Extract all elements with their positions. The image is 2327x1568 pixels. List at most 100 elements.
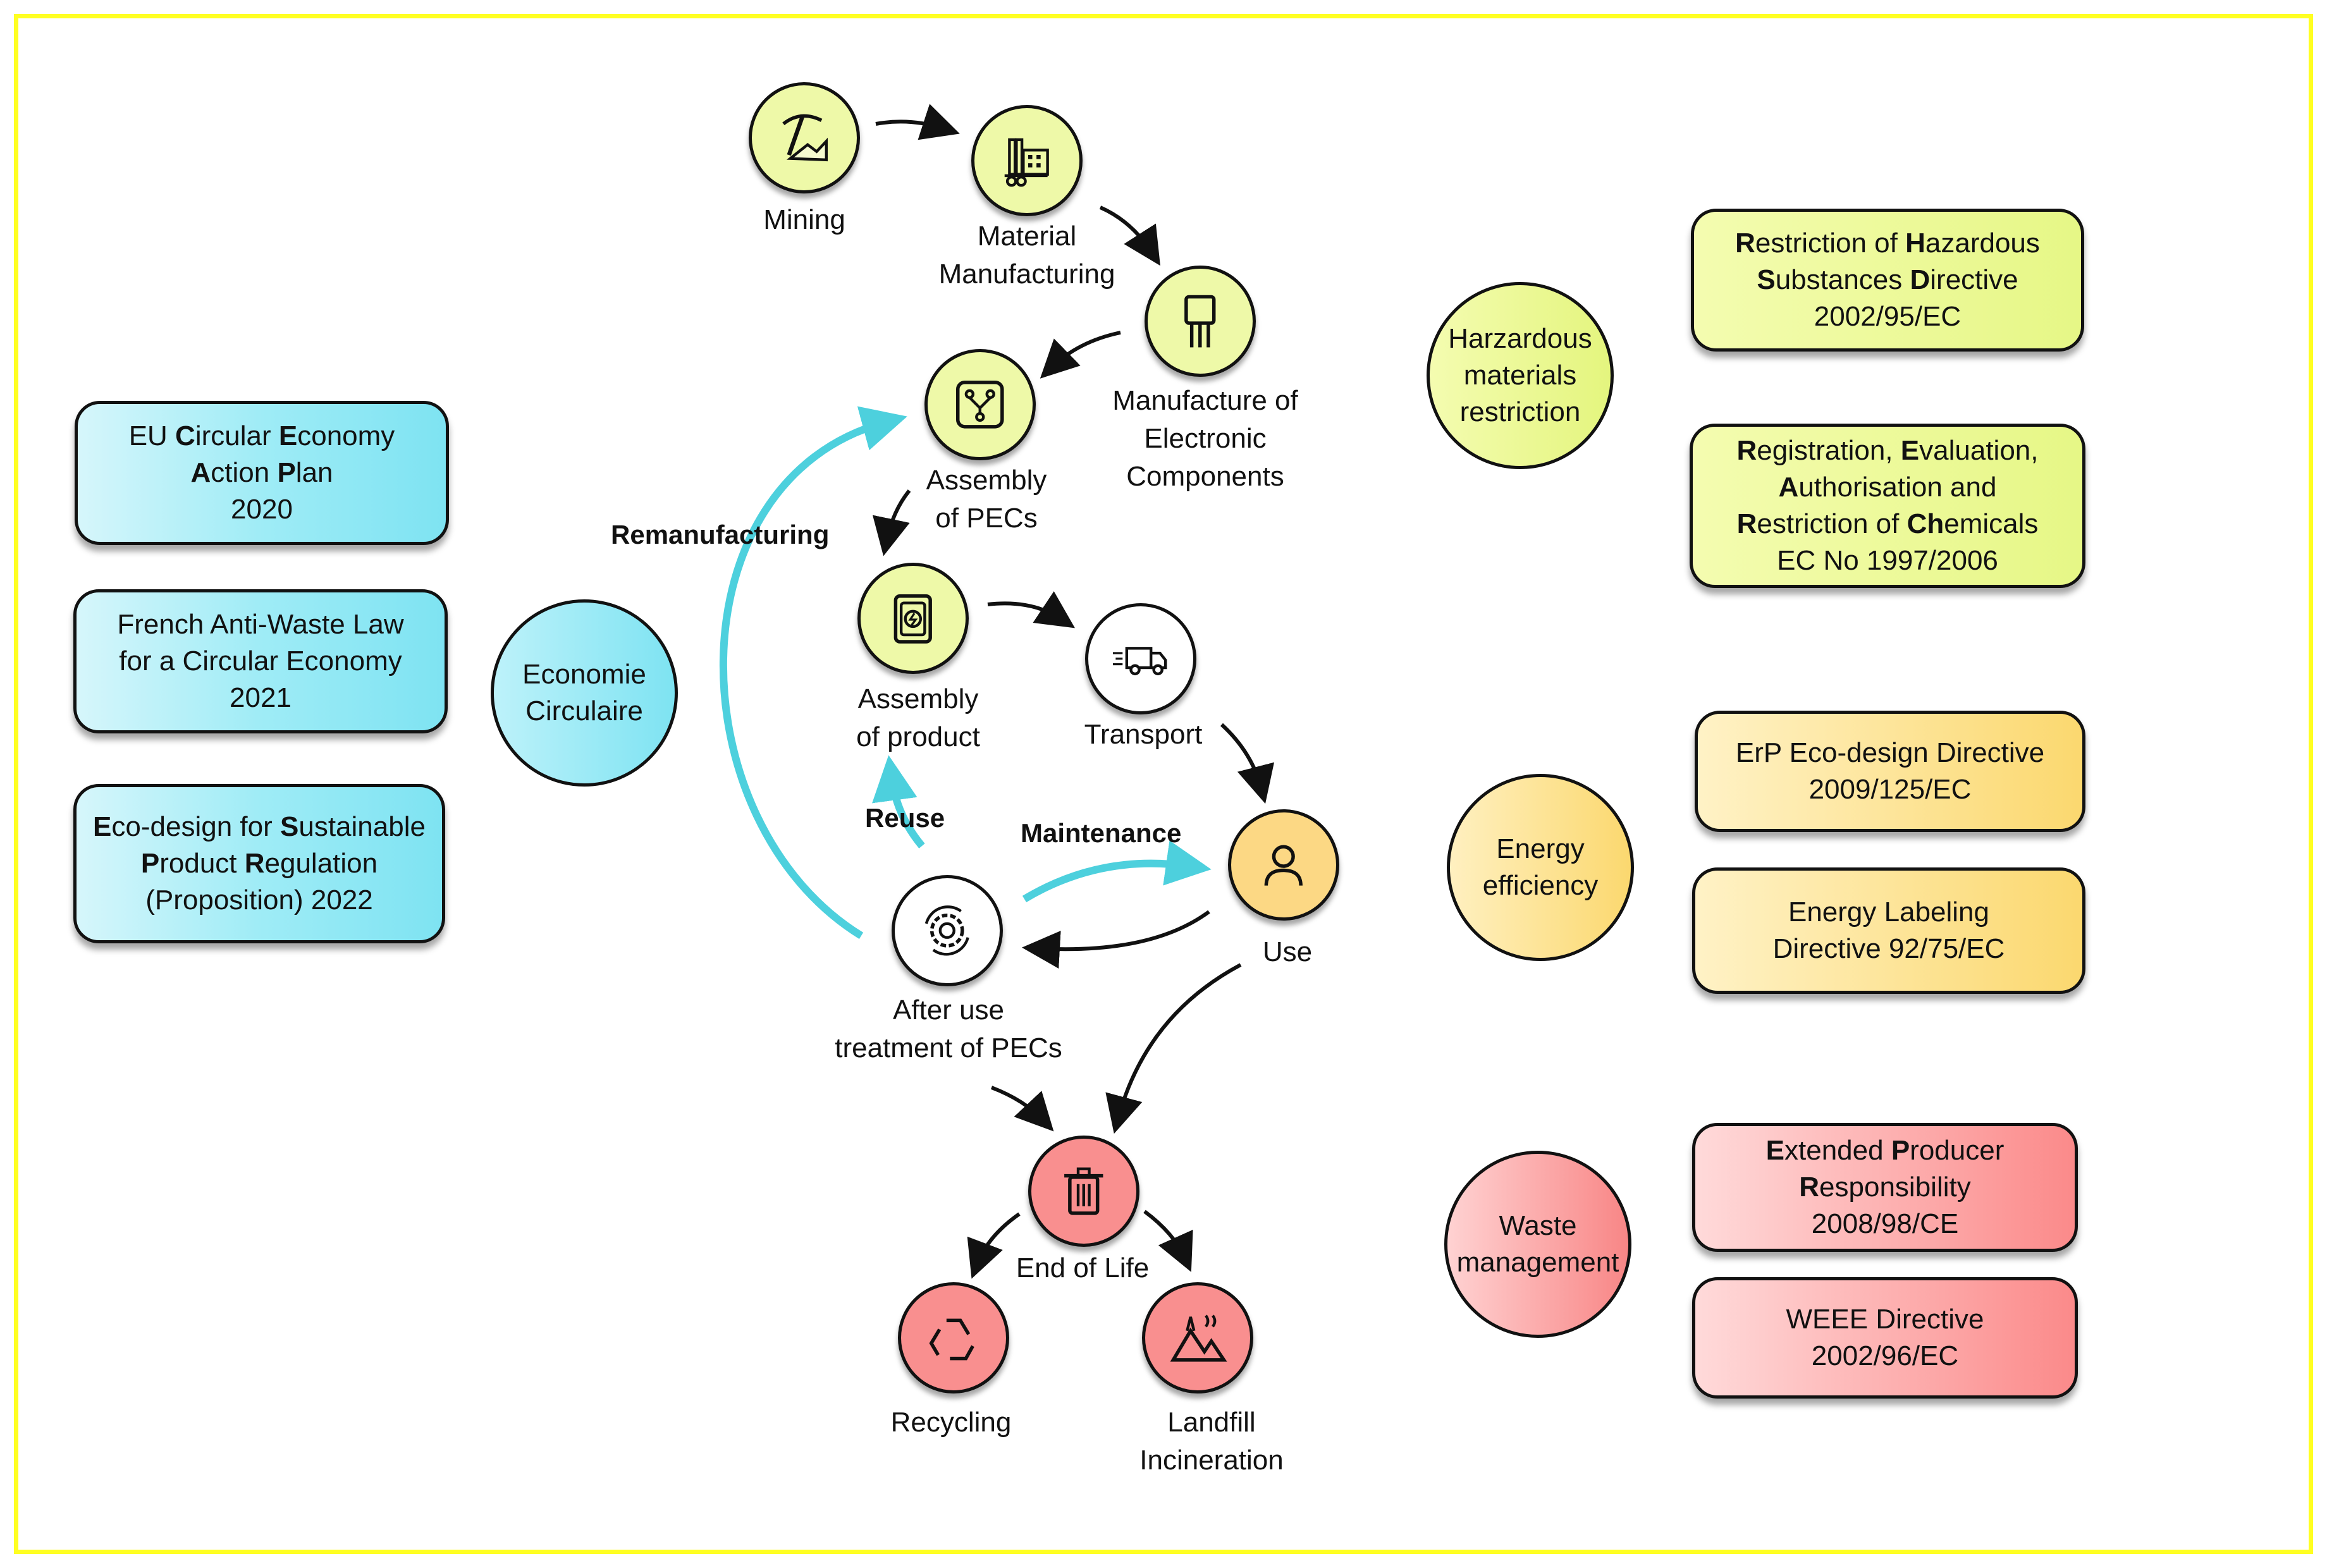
arrow-eol-landfill xyxy=(1143,1210,1193,1272)
box-text-line: (Proposition) 2022 xyxy=(145,885,373,916)
category-text-line: materials xyxy=(1463,360,1577,391)
box-text-line: Restriction of Chemicals xyxy=(1736,508,2039,539)
label-mining: Mining xyxy=(763,201,845,239)
landfill-icon xyxy=(1170,1314,1227,1362)
box-text-line: Product Regulation xyxy=(140,848,378,879)
node-label-line: Transport xyxy=(1084,719,1203,750)
trash-icon xyxy=(1064,1167,1103,1215)
box-text-line: 2002/95/EC xyxy=(1814,301,1962,332)
arrow-maintenance xyxy=(1022,840,1212,903)
category-text-line: restriction xyxy=(1459,396,1581,427)
label-remanufacturing: Remanufacturing xyxy=(611,520,830,549)
node-use xyxy=(1228,809,1339,921)
arrow-use-eol xyxy=(1105,963,1242,1134)
node-assembly-pecs xyxy=(924,349,1036,460)
box-text-line: French Anti-Waste Law xyxy=(117,609,404,640)
box-text-line: EU Circular Economy xyxy=(128,420,395,451)
node-label-line: treatment of PECs xyxy=(835,1032,1062,1063)
node-label-line: Components xyxy=(1126,461,1284,492)
policy-box-french-anti-waste: French Anti-Waste Law for a Circular Econ… xyxy=(73,589,448,733)
arrow-use-after xyxy=(1022,910,1210,969)
category-text-line: Harzardous xyxy=(1448,323,1592,354)
category-energy-efficiency: Energy efficiency xyxy=(1447,774,1634,961)
arrow-pecs-product xyxy=(872,489,911,556)
circuit-icon xyxy=(956,381,1004,429)
directive-box-reach: Registration, Evaluation,Authorisation a… xyxy=(1690,424,2085,588)
label-maintenance: Maintenance xyxy=(1021,818,1182,848)
category-text-line: Energy xyxy=(1496,833,1585,864)
label-assembly-pecs: Assembly of PECs xyxy=(926,462,1047,537)
box-text-line: 2020 xyxy=(231,494,293,525)
arrow-electronic-pecs xyxy=(1040,331,1121,379)
node-label-line: End of Life xyxy=(1016,1253,1150,1283)
arrow-transport-use xyxy=(1220,723,1275,804)
box-text-line: Responsibility xyxy=(1799,1172,1971,1203)
node-label-line: Electronic xyxy=(1144,423,1267,454)
node-label-line: of product xyxy=(856,721,980,752)
node-label-line: of PECs xyxy=(935,503,1038,534)
node-label-line: Assembly xyxy=(926,465,1047,496)
node-label-line: Recycling xyxy=(890,1407,1012,1438)
label-assembly-product: Assembly of product xyxy=(856,680,980,756)
arrow-product-transport xyxy=(987,591,1075,628)
box-text-line: Authorisation and xyxy=(1778,472,1997,503)
category-text-line: Circulaire xyxy=(525,695,643,726)
node-label-line: Mining xyxy=(763,204,845,235)
node-label-line: Landfill xyxy=(1167,1407,1256,1438)
box-text-line: Substances Directive xyxy=(1757,264,2018,295)
node-label-line: Assembly xyxy=(857,683,979,714)
box-text-line: Directive 92/75/EC xyxy=(1772,933,2005,964)
box-text-line: Extended Producer xyxy=(1765,1135,2005,1166)
factory-icon xyxy=(1004,138,1050,187)
node-material-manufacturing xyxy=(971,105,1083,216)
category-waste-management: Waste management xyxy=(1444,1151,1631,1338)
box-text-line: 2002/96/EC xyxy=(1811,1340,1959,1371)
battery-device-icon xyxy=(893,594,933,644)
box-text-line: 2009/125/EC xyxy=(1808,774,1972,805)
arrow-after-eol xyxy=(990,1086,1054,1132)
box-text-line: EC No 1997/2006 xyxy=(1777,545,1998,576)
pickaxe-icon xyxy=(782,114,828,162)
node-transport xyxy=(1085,603,1196,714)
label-reuse: Reuse xyxy=(865,803,945,833)
label-end-of-life: End of Life xyxy=(1016,1249,1149,1287)
page-frame xyxy=(14,14,2313,1554)
node-recycling xyxy=(898,1282,1009,1393)
repair-gear-icon xyxy=(925,905,969,956)
arrow-reuse xyxy=(872,755,925,848)
label-use: Use xyxy=(1263,933,1312,971)
category-text-line: efficiency xyxy=(1482,870,1599,901)
label-recycling: Recycling xyxy=(891,1404,1012,1442)
arrow-mining-material xyxy=(875,104,960,140)
box-text-line: 2008/98/CE xyxy=(1811,1208,1959,1239)
category-hazardous-materials: Harzardous materials restriction xyxy=(1427,282,1614,469)
chip-icon xyxy=(1184,295,1216,348)
node-assembly-product xyxy=(857,563,969,674)
node-label-line: Manufacturing xyxy=(938,259,1115,290)
category-text-line: Economie xyxy=(522,659,646,690)
box-text-line: Action Plan xyxy=(190,457,333,488)
category-text-line: Waste xyxy=(1499,1210,1577,1241)
box-text-line: for a Circular Economy xyxy=(119,646,402,677)
node-landfill xyxy=(1142,1282,1253,1393)
node-end-of-life xyxy=(1028,1136,1139,1247)
arrow-remanufacturing xyxy=(720,406,907,940)
recycle-icon xyxy=(929,1318,975,1361)
label-transport: Transport xyxy=(1084,716,1203,754)
node-mining xyxy=(749,82,860,193)
box-text-line: 2021 xyxy=(230,682,292,713)
arrow-material-electronic xyxy=(1099,205,1160,266)
category-text-line: management xyxy=(1456,1247,1619,1278)
box-text-line: Eco-design for Sustainable xyxy=(93,811,426,842)
